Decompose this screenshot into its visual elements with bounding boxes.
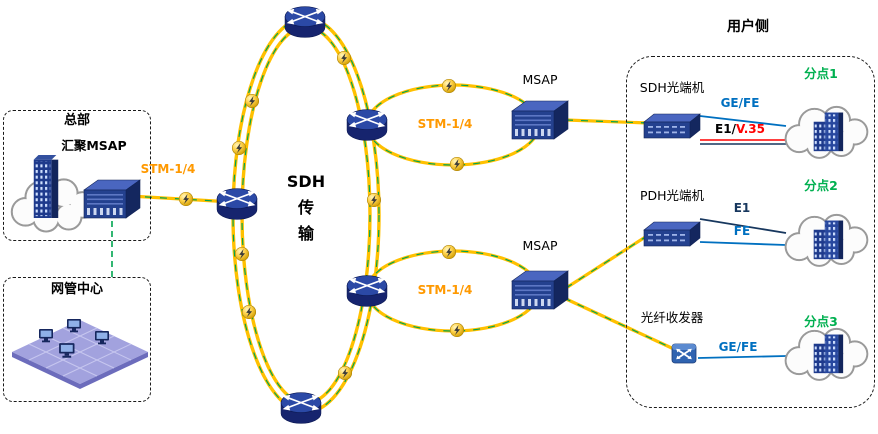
fiber-sphere-icon — [441, 244, 457, 260]
msap-bottom-icon — [511, 270, 569, 310]
link3-gefe-label: GE/FE — [718, 340, 758, 354]
fiber-sphere-icon — [336, 50, 352, 66]
v35-label-part: V.35 — [735, 122, 765, 136]
fiber-sphere-icon — [234, 246, 250, 262]
branch2-label: 分点2 — [804, 178, 838, 193]
link2-fe-label: FE — [733, 224, 751, 238]
hq-group-box — [3, 110, 151, 241]
link1-e1-v35-label: E1/V.35 — [704, 122, 776, 137]
fiber-sphere-icon — [441, 78, 457, 94]
branch2-links — [699, 218, 787, 246]
branch1-links — [699, 115, 787, 145]
nms-scene — [12, 319, 148, 389]
msap-top-icon — [511, 100, 569, 140]
router-right-bottom-icon — [346, 274, 388, 308]
hq-label: 总部 — [63, 113, 90, 128]
fiber-sphere-icon — [366, 192, 382, 208]
e1-label-part: E1/ — [715, 122, 736, 136]
fiber-sphere-icon — [231, 140, 247, 156]
link2-e1-label: E1 — [733, 201, 751, 215]
router-right-top-icon — [346, 108, 388, 142]
fiber-sphere-icon — [241, 304, 257, 320]
fiber-sphere-icon — [449, 322, 465, 338]
branch3-label: 分点3 — [804, 314, 838, 329]
fiber-msap-to-transceiver — [563, 296, 677, 352]
fiber-sphere-icon — [178, 191, 194, 207]
user-side-label: 用户侧 — [727, 19, 769, 35]
user-side-group-box — [626, 56, 875, 408]
nms-label: 网管中心 — [50, 282, 103, 297]
hq-device-label: 汇聚MSAP — [61, 138, 127, 153]
stm-left-label: STM-1/4 — [140, 162, 196, 176]
stm-bottom-ring-label: STM-1/4 — [417, 283, 473, 297]
branch3-link — [697, 355, 787, 359]
nms-group-box — [3, 277, 151, 402]
router-left-icon — [216, 187, 258, 221]
msap-bottom-label: MSAP — [522, 238, 558, 253]
router-bottom-icon — [280, 391, 322, 425]
fiber-msap-to-sdh-terminal — [565, 118, 649, 125]
fiber-sphere-icon — [337, 365, 353, 381]
router-top-icon — [284, 5, 326, 39]
fiber-sphere-icon — [449, 156, 465, 172]
fiber-msap-to-pdh-terminal — [565, 232, 651, 290]
msap-top-label: MSAP — [522, 72, 558, 87]
pdh-terminal-label: PDH光端机 — [639, 188, 705, 203]
link1-gefe-label: GE/FE — [720, 96, 760, 110]
stm-top-ring-label: STM-1/4 — [417, 117, 473, 131]
sdh-core-label: SDH 传 输 — [286, 172, 326, 243]
fiber-sphere-icon — [244, 93, 260, 109]
sdh-terminal-label: SDH光端机 — [639, 80, 705, 95]
branch1-label: 分点1 — [804, 66, 838, 81]
fiber-transceiver-label: 光纤收发器 — [640, 310, 704, 325]
